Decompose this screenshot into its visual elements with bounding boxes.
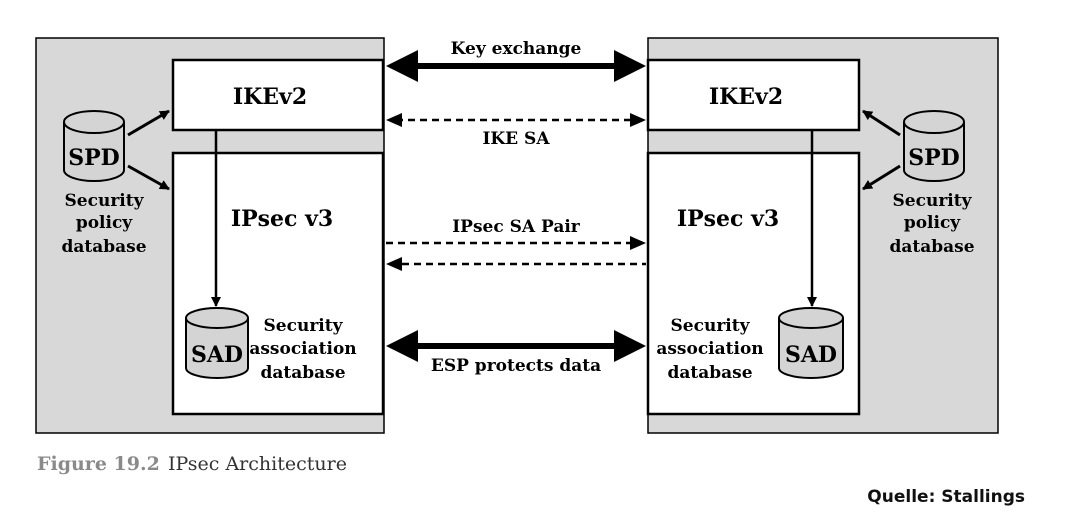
left-ike-label: IKEv2 [233,84,307,110]
right-sad-caption-3: database [667,363,752,383]
left-spd-caption-2: policy [76,213,133,233]
key-exchange-label: Key exchange [451,39,582,59]
left-spd-to-ipsec-arrow [127,164,170,191]
right-ike-label: IKEv2 [709,84,783,110]
ipsec-sa-outbound-arrow [386,236,646,250]
right-spd-to-ipsec-arrow [862,164,901,191]
left-sad-caption-3: database [260,363,345,383]
left-sad-caption-2: association [249,339,356,359]
ipsec-sa-inbound-arrow [386,257,646,271]
right-sad-cylinder [778,307,844,379]
right-spd-caption-3: database [889,237,974,257]
right-spd-caption-1: Security [893,191,973,211]
left-sad-cylinder [185,307,249,379]
key-exchange-arrow [386,50,646,82]
source-credit: Quelle: Stallings [867,487,1025,507]
ike-sa-label: IKE SA [482,129,550,149]
right-spd-abbr: SPD [908,145,960,171]
right-sad-caption-1: Security [671,316,751,336]
left-spd-caption-1: Security [65,191,145,211]
left-spd-cylinder [63,110,125,182]
right-spd-cylinder [903,110,965,182]
left-spd-to-ike-arrow [127,109,170,137]
left-sad-abbr: SAD [191,342,243,368]
figure-title: IPsec Architecture [168,453,347,475]
left-sad-caption-1: Security [264,316,344,336]
esp-arrow [386,330,646,362]
left-spd-caption-3: database [61,237,146,257]
right-spd-caption-2: policy [904,213,961,233]
figure-number: Figure 19.2 [37,453,160,475]
esp-label: ESP protects data [431,356,601,376]
right-spd-to-ike-arrow [862,109,901,137]
right-sad-caption-2: association [656,339,763,359]
left-spd-abbr: SPD [68,145,120,171]
right-ipsec-label: IPsec v3 [677,206,779,232]
left-ike-box [171,58,385,132]
right-ike-box [646,58,861,132]
ipsec-sa-pair-label: IPsec SA Pair [452,217,581,237]
right-sad-abbr: SAD [785,342,837,368]
left-ipsec-label: IPsec v3 [231,206,333,232]
ike-sa-arrow [386,113,646,127]
